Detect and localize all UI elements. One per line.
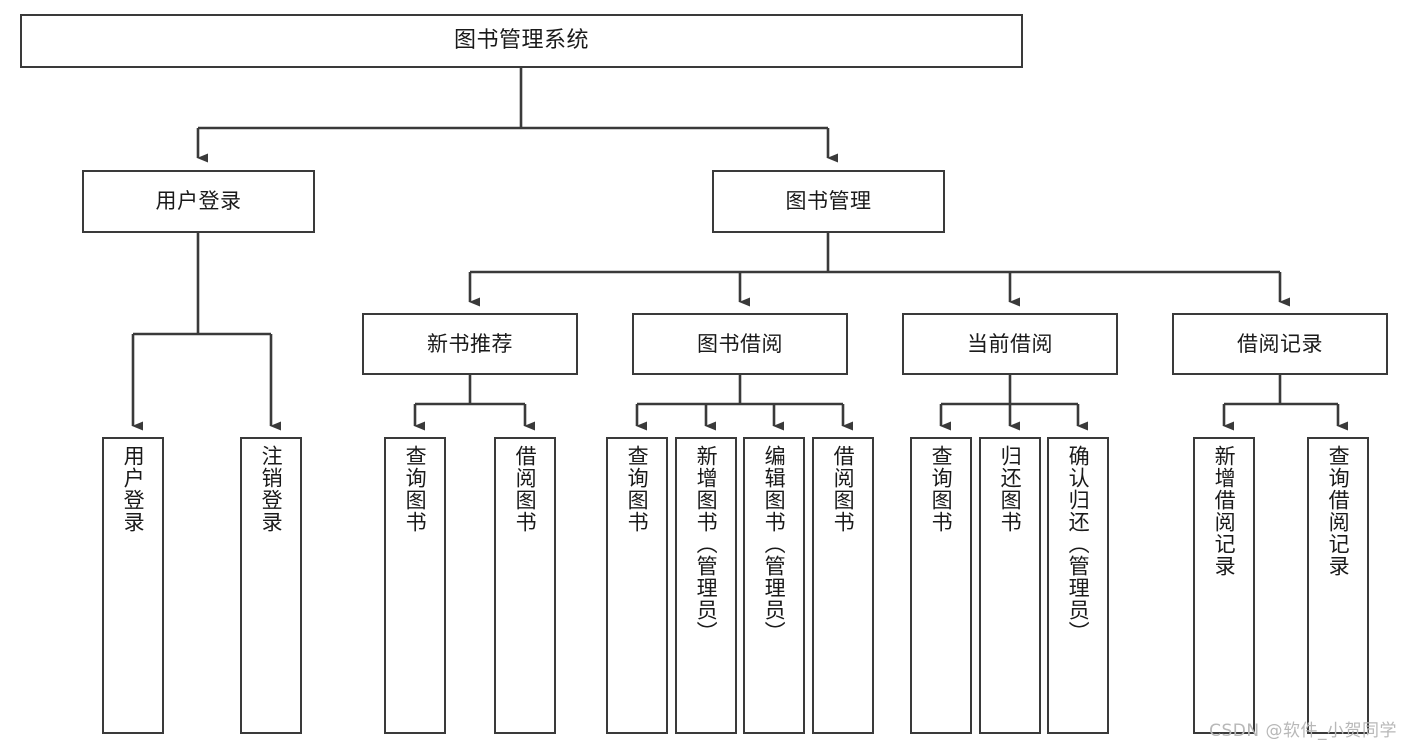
node-leaf-user-login-label: 用户登录 xyxy=(121,445,146,533)
node-leaf-borrow-book-b-label: 借阅图书 xyxy=(831,445,856,533)
node-leaf-query-book-a-label: 查询图书 xyxy=(403,445,428,533)
node-leaf-borrow-book-b[interactable]: 借阅图书 xyxy=(812,437,874,734)
node-leaf-confirm-return[interactable]: 确认归还（管理员） xyxy=(1047,437,1109,734)
node-leaf-query-record-label: 查询借阅记录 xyxy=(1326,445,1351,577)
node-current-borrow[interactable]: 当前借阅 xyxy=(902,313,1118,375)
node-leaf-edit-book-label: 编辑图书（管理员） xyxy=(762,445,787,643)
node-leaf-confirm-return-label: 确认归还（管理员） xyxy=(1066,445,1091,643)
node-leaf-query-book-c[interactable]: 查询图书 xyxy=(910,437,972,734)
node-leaf-add-book-label: 新增图书（管理员） xyxy=(694,445,719,643)
node-leaf-return-book-label: 归还图书 xyxy=(998,445,1023,533)
node-user-login[interactable]: 用户登录 xyxy=(82,170,315,233)
node-root-label: 图书管理系统 xyxy=(453,28,589,54)
node-leaf-add-book[interactable]: 新增图书（管理员） xyxy=(675,437,737,734)
node-new-book-recommend-label: 新书推荐 xyxy=(427,331,513,356)
node-borrow-record-label: 借阅记录 xyxy=(1237,331,1323,356)
node-root[interactable]: 图书管理系统 xyxy=(20,14,1023,68)
node-current-borrow-label: 当前借阅 xyxy=(967,331,1053,356)
node-leaf-borrow-book-a[interactable]: 借阅图书 xyxy=(494,437,556,734)
node-leaf-add-record[interactable]: 新增借阅记录 xyxy=(1193,437,1255,734)
node-leaf-add-record-label: 新增借阅记录 xyxy=(1212,445,1237,577)
node-leaf-query-record[interactable]: 查询借阅记录 xyxy=(1307,437,1369,734)
watermark-text: CSDN @软件_小贺同学 xyxy=(1209,721,1397,741)
node-leaf-logout-login[interactable]: 注销登录 xyxy=(240,437,302,734)
node-book-manage-label: 图书管理 xyxy=(785,189,872,214)
node-leaf-query-book-b-label: 查询图书 xyxy=(625,445,650,533)
node-borrow-record[interactable]: 借阅记录 xyxy=(1172,313,1388,375)
node-leaf-return-book[interactable]: 归还图书 xyxy=(979,437,1041,734)
node-leaf-logout-login-label: 注销登录 xyxy=(259,445,284,533)
node-leaf-user-login[interactable]: 用户登录 xyxy=(102,437,164,734)
node-leaf-query-book-c-label: 查询图书 xyxy=(929,445,954,533)
node-book-manage[interactable]: 图书管理 xyxy=(712,170,945,233)
node-book-borrow[interactable]: 图书借阅 xyxy=(632,313,848,375)
node-user-login-label: 用户登录 xyxy=(155,189,242,214)
node-leaf-query-book-a[interactable]: 查询图书 xyxy=(384,437,446,734)
node-new-book-recommend[interactable]: 新书推荐 xyxy=(362,313,578,375)
node-leaf-borrow-book-a-label: 借阅图书 xyxy=(513,445,538,533)
node-leaf-query-book-b[interactable]: 查询图书 xyxy=(606,437,668,734)
node-book-borrow-label: 图书借阅 xyxy=(697,331,783,356)
node-leaf-edit-book[interactable]: 编辑图书（管理员） xyxy=(743,437,805,734)
